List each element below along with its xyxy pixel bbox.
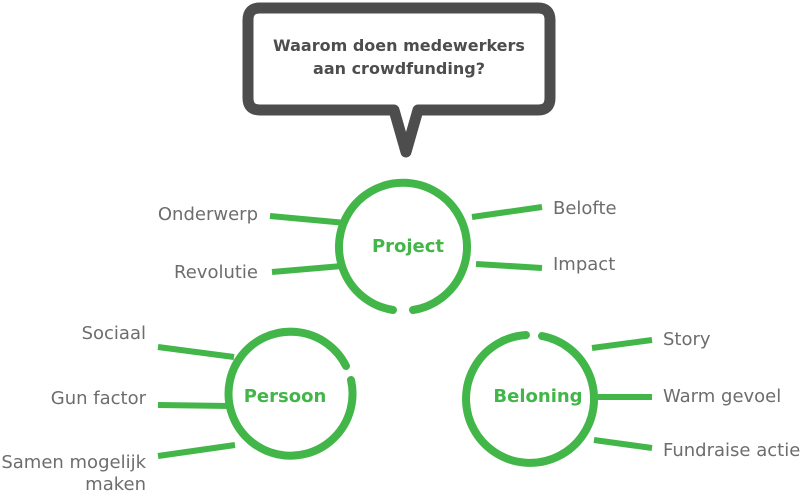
hub-label-project: Project [371,236,445,257]
question-line-1: Waarom doen medewerkers [273,36,525,55]
project-ring [335,178,471,314]
leaf-samen-mogelijk-maken: Samen mogelijk maken [1,452,146,496]
leaf-onderwerp: Onderwerp [157,204,258,225]
leaf-samen-line-1: Samen mogelijk [1,452,146,473]
hub-label-beloning: Beloning [493,386,583,407]
question-line-2: aan crowdfunding? [313,59,485,78]
speech-bubble [242,2,556,158]
leaf-revolutie: Revolutie [174,262,258,283]
connector-onderwerp [269,213,347,226]
connector-fundraise [593,437,653,451]
leaf-belofte: Belofte [553,198,617,219]
leaf-gun-factor: Gun factor [50,388,146,409]
connector-story [591,337,653,351]
question-text: Waarom doen medewerkers aan crowdfunding… [252,34,546,80]
leaf-warm-gevoel: Warm gevoel [663,386,782,407]
connector-belofte [471,204,543,220]
leaf-fundraise-actie: Fundraise actie [663,440,800,461]
connector-sociaal [157,344,235,360]
connector-samen [157,442,236,459]
leaf-sociaal: Sociaal [81,323,146,344]
leaf-story: Story [663,329,711,350]
leaf-impact: Impact [553,254,616,275]
leaf-samen-line-2: maken [85,474,146,495]
hub-label-persoon: Persoon [243,386,327,407]
beloning-ring [462,331,599,467]
connector-revolutie [271,263,343,275]
connector-gun-factor [157,402,231,409]
connector-impact [475,261,543,271]
persoon-ring [224,327,357,460]
